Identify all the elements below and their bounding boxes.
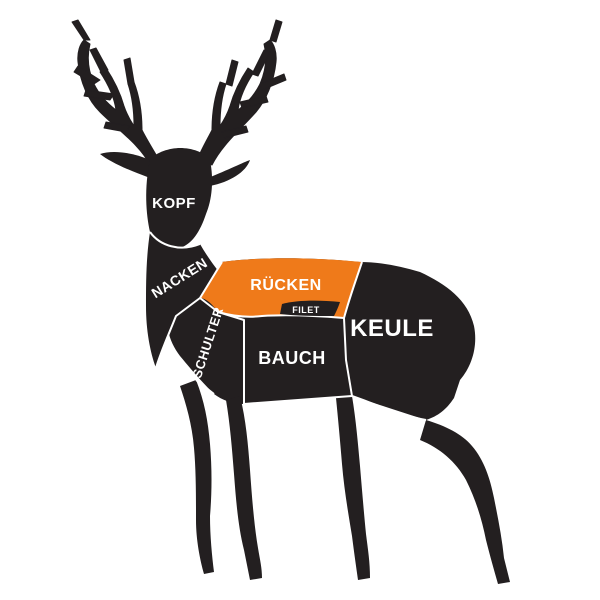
right-ear <box>208 160 250 186</box>
right-antler-tine <box>251 49 271 77</box>
left-ear <box>100 152 150 178</box>
neck <box>146 232 222 368</box>
left-antler-tine <box>89 47 109 75</box>
label-kopf: KOPF <box>152 195 196 212</box>
hind-leg-left <box>336 396 370 580</box>
left-antler-tine <box>83 89 115 101</box>
filet-region <box>280 300 340 316</box>
left-antler <box>77 39 159 166</box>
right-antler <box>197 39 277 166</box>
label-filet: FILET <box>292 305 320 315</box>
antlers <box>71 19 287 166</box>
front-leg-left <box>180 380 214 574</box>
head <box>146 148 213 249</box>
cut-lines <box>149 231 427 421</box>
right-antler-tine <box>259 73 287 91</box>
left-antler-tine <box>103 121 131 133</box>
right-antler-tine <box>225 59 239 87</box>
left-antler-tine <box>71 19 91 41</box>
label-ruecken: RÜCKEN <box>250 275 321 294</box>
right-antler-tine <box>221 125 249 139</box>
left-antler-tine <box>123 57 135 85</box>
label-bauch: BAUCH <box>258 348 326 368</box>
front-leg-right <box>226 396 262 580</box>
left-antler-tine <box>73 65 101 85</box>
right-antler-tine <box>239 95 269 109</box>
label-keule: KEULE <box>350 315 434 342</box>
right-antler-tine <box>269 19 283 43</box>
hind-leg-right <box>420 420 510 584</box>
